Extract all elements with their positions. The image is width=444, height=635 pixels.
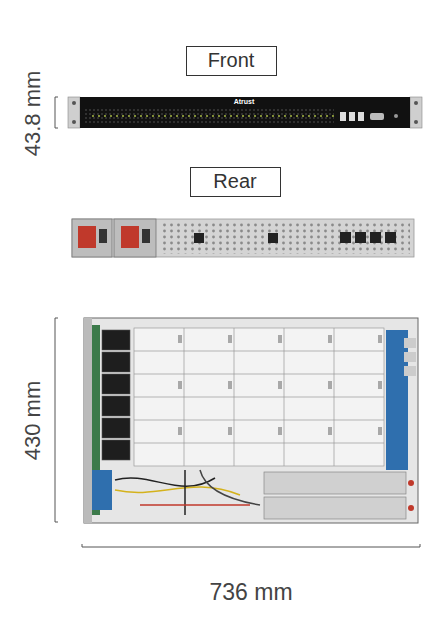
dimension-label: 736 mm xyxy=(209,579,292,605)
view-title-box: Front xyxy=(186,46,277,76)
brand-logo: Atrust xyxy=(234,98,255,106)
view-title: Front xyxy=(199,49,264,71)
dimension-bracket xyxy=(55,97,420,547)
top-view-chassis xyxy=(84,318,418,523)
front-panel xyxy=(68,97,422,128)
dimension-label: 43.8 mm xyxy=(21,70,46,156)
view-title: Rear xyxy=(203,170,268,192)
dimension-label: 430 mm xyxy=(21,380,46,459)
view-title-box: Rear xyxy=(190,167,281,197)
rear-panel xyxy=(72,219,414,257)
